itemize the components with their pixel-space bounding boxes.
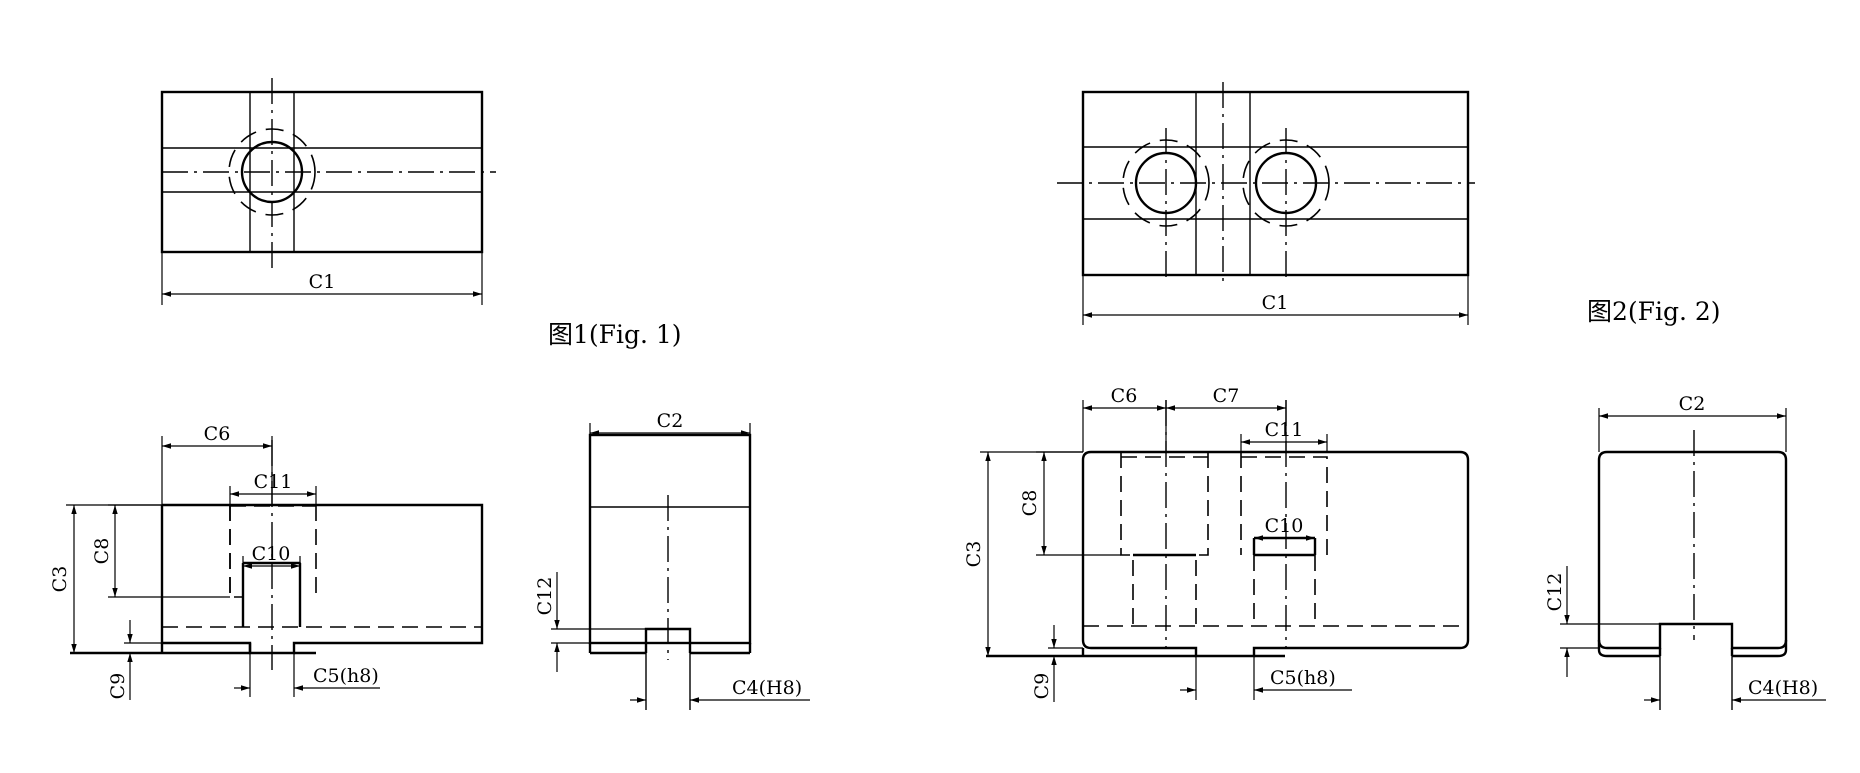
fig1-side-view: C2 C12 C4(H8): [534, 410, 810, 710]
fig2-dim-c7: C7: [1213, 385, 1240, 407]
fig1-dim-c10: C10: [252, 543, 291, 565]
fig1-dim-c1: C1: [309, 271, 336, 293]
fig1: C1 图1(Fig. 1) C6: [49, 78, 810, 710]
fig2-dim-c1: C1: [1262, 292, 1289, 314]
fig2-dim-c10: C10: [1265, 515, 1304, 537]
fig1-dim-c6: C6: [204, 423, 231, 445]
fig1-dim-c8: C8: [91, 538, 113, 565]
fig2-dim-c8: C8: [1019, 490, 1041, 517]
fig2-side-view: C2 C12 C4(H8): [1544, 393, 1826, 710]
fig1-front-view: C6 C11 C10 C8 C3 C9: [49, 423, 484, 700]
fig1-dim-c11: C11: [254, 471, 293, 493]
fig2-dim-c4: C4(H8): [1748, 677, 1818, 699]
fig2-top-view: C1: [1057, 82, 1475, 325]
fig2: C1 图2(Fig. 2): [963, 82, 1826, 710]
fig2-dim-c6: C6: [1111, 385, 1138, 407]
fig2-dim-c5: C5(h8): [1270, 667, 1336, 689]
fig2-dim-c3: C3: [963, 541, 985, 568]
fig2-caption: 图2(Fig. 2): [1587, 297, 1721, 326]
fig1-dim-c4: C4(H8): [732, 677, 802, 699]
fig1-top-view: C1: [160, 78, 496, 305]
fig2-dim-c9: C9: [1031, 673, 1053, 700]
fig2-dim-c2: C2: [1679, 393, 1706, 415]
fig1-dim-c3: C3: [49, 566, 71, 593]
fig1-dim-c5: C5(h8): [313, 665, 379, 687]
fig1-dim-c9: C9: [107, 673, 129, 700]
fig1-dim-c12: C12: [534, 577, 556, 616]
fig2-dim-c11: C11: [1265, 419, 1304, 441]
fig2-front-view: C6 C7 C11 C10 C8 C3 C9: [963, 385, 1470, 702]
fig1-caption: 图1(Fig. 1): [548, 320, 682, 349]
fig2-dim-c12: C12: [1544, 573, 1566, 612]
fig1-dim-c2: C2: [657, 410, 684, 432]
